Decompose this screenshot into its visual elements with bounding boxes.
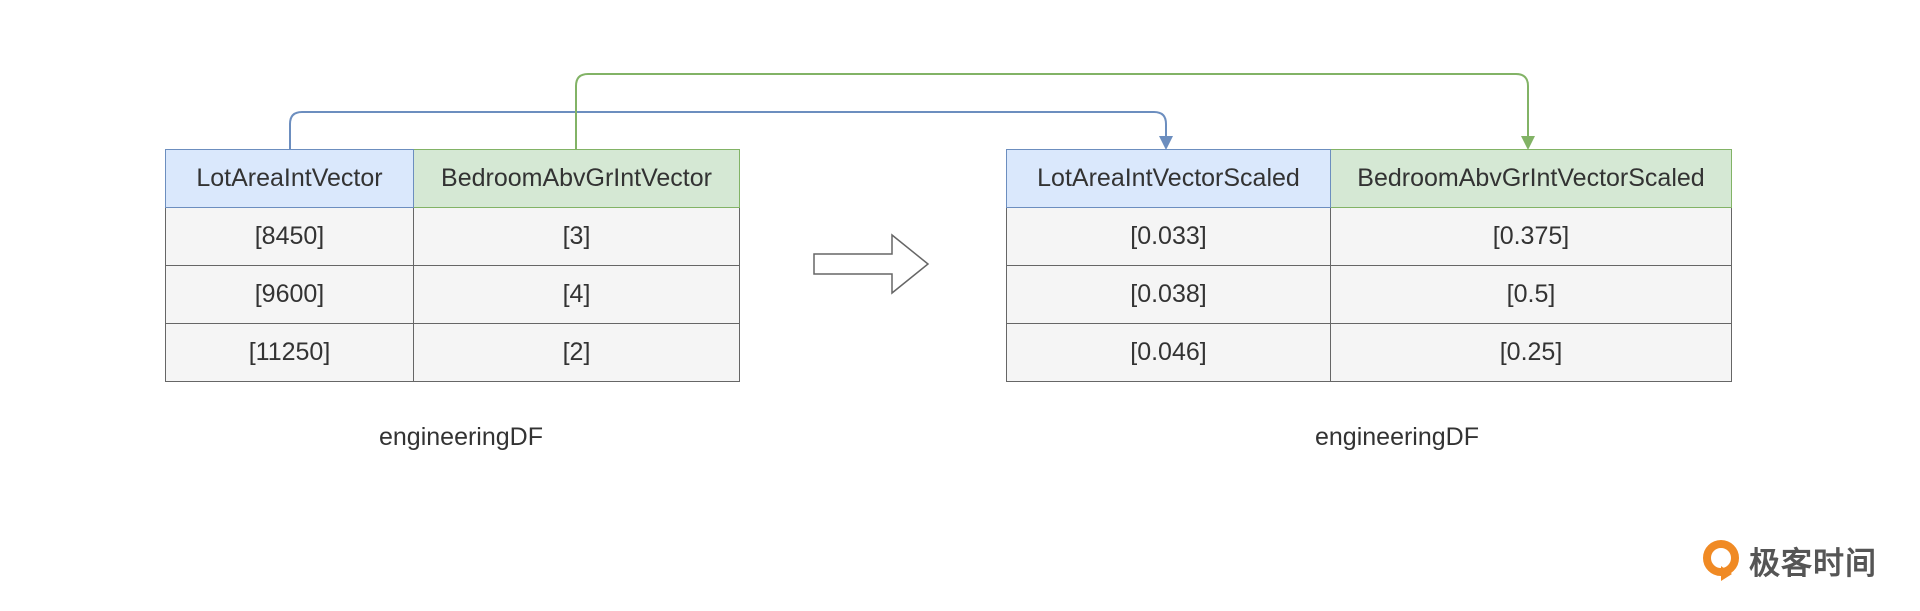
connector-bedroom xyxy=(575,73,1529,149)
right-table-caption: engineeringDF xyxy=(1315,423,1479,451)
table-cell: [11250] xyxy=(165,323,414,382)
column-header-bedroom: BedroomAbvGrIntVector xyxy=(413,149,740,208)
right-dataframe-table: LotAreaIntVectorScaled BedroomAbvGrIntVe… xyxy=(1006,149,1732,382)
table-header-row: LotAreaIntVector BedroomAbvGrIntVector xyxy=(165,149,740,208)
table-cell: [0.046] xyxy=(1006,323,1331,382)
table-row: [0.046] [0.25] xyxy=(1006,323,1732,382)
table-row: [8450] [3] xyxy=(165,207,740,266)
transform-arrow-icon xyxy=(813,233,930,295)
column-header-bedroom-scaled: BedroomAbvGrIntVectorScaled xyxy=(1330,149,1732,208)
connector-lotarea-arrowhead xyxy=(1159,136,1173,150)
table-cell: [2] xyxy=(413,323,740,382)
column-header-lotarea: LotAreaIntVector xyxy=(165,149,414,208)
table-cell: [0.5] xyxy=(1330,265,1732,324)
logo-text: 极客时间 xyxy=(1749,546,1877,582)
column-header-lotarea-scaled: LotAreaIntVectorScaled xyxy=(1006,149,1331,208)
table-cell: [3] xyxy=(413,207,740,266)
table-cell: [8450] xyxy=(165,207,414,266)
left-table-caption: engineeringDF xyxy=(379,423,543,451)
connector-bedroom-arrowhead xyxy=(1521,136,1535,150)
table-row: [0.038] [0.5] xyxy=(1006,265,1732,324)
geektime-logo: 极客时间 xyxy=(1701,538,1877,583)
table-cell: [0.25] xyxy=(1330,323,1732,382)
geektime-logo-icon xyxy=(1703,539,1739,581)
table-row: [11250] [2] xyxy=(165,323,740,382)
table-header-row: LotAreaIntVectorScaled BedroomAbvGrIntVe… xyxy=(1006,149,1732,208)
table-row: [9600] [4] xyxy=(165,265,740,324)
table-cell: [0.038] xyxy=(1006,265,1331,324)
left-dataframe-table: LotAreaIntVector BedroomAbvGrIntVector [… xyxy=(165,149,740,382)
connector-lotarea xyxy=(289,111,1167,149)
table-cell: [0.375] xyxy=(1330,207,1732,266)
table-cell: [4] xyxy=(413,265,740,324)
table-row: [0.033] [0.375] xyxy=(1006,207,1732,266)
table-cell: [0.033] xyxy=(1006,207,1331,266)
table-cell: [9600] xyxy=(165,265,414,324)
